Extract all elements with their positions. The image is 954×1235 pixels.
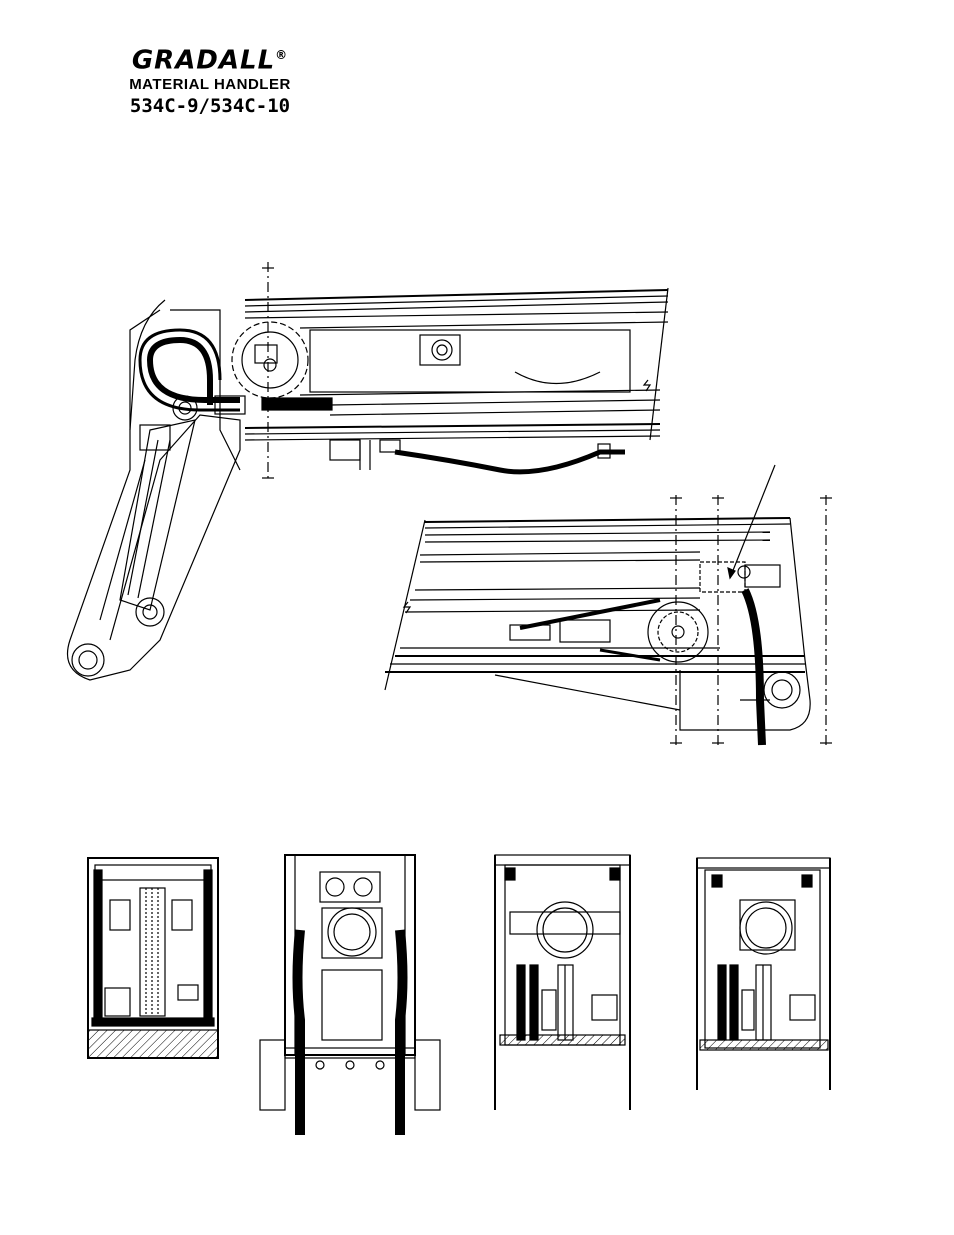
cross-section-2 bbox=[260, 855, 440, 1135]
cross-section-3 bbox=[495, 855, 630, 1110]
cross-section-1 bbox=[88, 858, 218, 1058]
boom-tip-drawing bbox=[385, 465, 832, 745]
cross-section-4 bbox=[697, 858, 830, 1090]
